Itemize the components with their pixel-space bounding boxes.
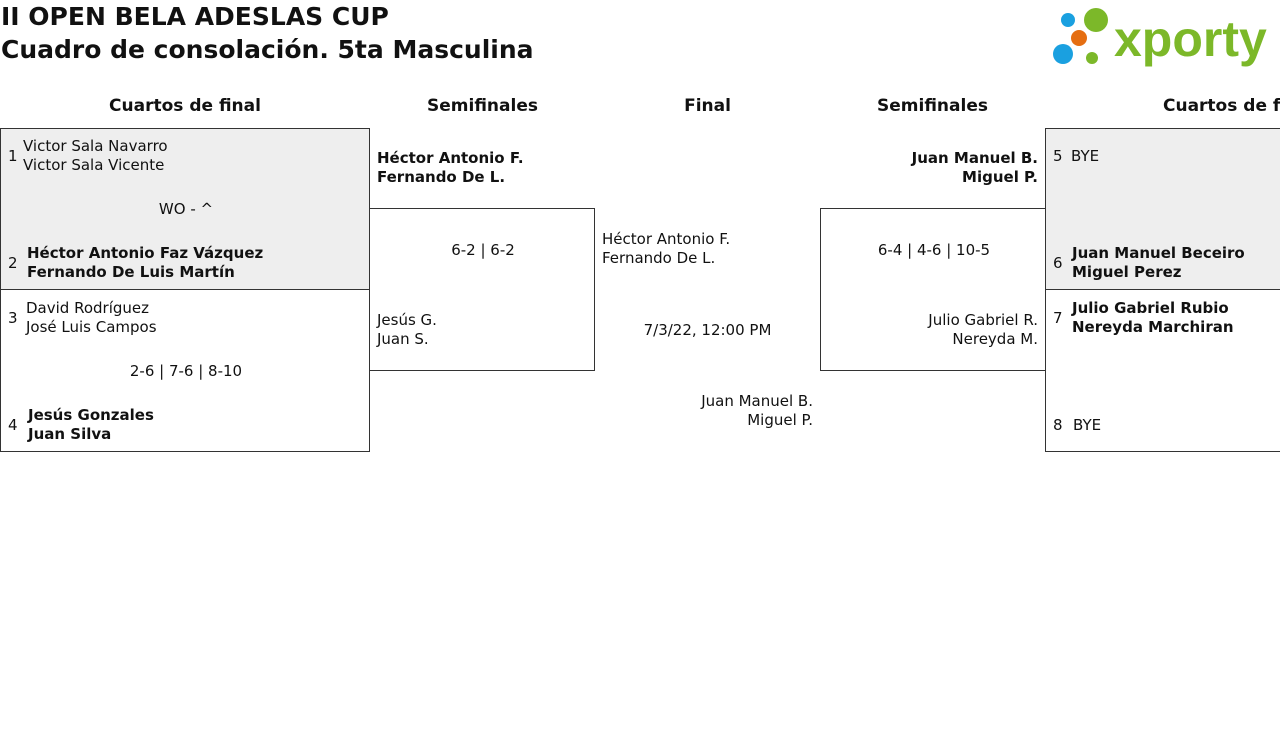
finalist-player-name: Juan Manuel B.	[701, 392, 813, 410]
xporty-logo: xporty	[1052, 4, 1276, 68]
player-name: Victor Sala Vicente	[23, 156, 165, 174]
winner-player-name: Nereyda Marchiran	[1072, 318, 1234, 336]
logo-dot-blue-small	[1061, 13, 1075, 27]
finalist-player-name: Héctor Antonio F.	[602, 230, 731, 248]
winner-player-name: Miguel P.	[962, 168, 1038, 186]
player-name: Julio Gabriel R.	[928, 311, 1038, 329]
winner-player-name: Fernando De L.	[377, 168, 506, 186]
player-name: Jesús G.	[377, 311, 437, 329]
winner-player-name: Héctor Antonio Faz Vázquez	[27, 244, 264, 262]
tournament-title: II OPEN BELA ADESLAS CUP	[1, 2, 389, 31]
logo-dot-green-small	[1086, 52, 1098, 64]
round-header-left-semifinals: Semifinales	[427, 96, 538, 116]
player-name: Nereyda M.	[952, 330, 1038, 348]
match-left-semifinal[interactable]: 6-2 | 6-2	[369, 208, 595, 371]
final-datetime: 7/3/22, 12:00 PM	[643, 321, 772, 339]
finalist-player-name: Miguel P.	[747, 411, 813, 429]
bye-label: BYE	[1071, 147, 1100, 165]
round-header-left-quarterfinals: Cuartos de final	[109, 96, 261, 116]
match-left-qf-1[interactable]: 1 Victor Sala Navarro Victor Sala Vicent…	[0, 128, 370, 290]
seed-number: 1	[8, 147, 18, 165]
match-left-qf-2[interactable]: 3 David Rodríguez José Luis Campos 2-6 |…	[0, 289, 370, 452]
seed-number: 4	[8, 416, 18, 434]
round-header-right-semifinals: Semifinales	[877, 96, 988, 116]
winner-player-name: Fernando De Luis Martín	[27, 263, 235, 281]
seed-number: 6	[1053, 254, 1063, 272]
seed-number: 3	[8, 309, 18, 327]
player-name: Juan S.	[377, 330, 429, 348]
xporty-logo-mark: xporty	[1053, 8, 1267, 67]
seed-number: 2	[8, 254, 18, 272]
round-header-final: Final	[684, 96, 731, 116]
winner-player-name: Juan Manuel Beceiro	[1072, 244, 1245, 262]
seed-number: 7	[1053, 309, 1063, 327]
winner-player-name: Juan Manuel B.	[911, 149, 1038, 167]
match-score: 2-6 | 7-6 | 8-10	[129, 362, 243, 380]
seed-number: 8	[1053, 416, 1063, 434]
round-header-right-quarterfinals: Cuartos de final	[1163, 96, 1280, 116]
logo-dot-green-large	[1084, 8, 1108, 32]
winner-player-name: Juan Silva	[28, 425, 112, 443]
match-score: 6-2 | 6-2	[451, 241, 515, 259]
draw-subtitle: Cuadro de consolación. 5ta Masculina	[1, 35, 534, 64]
winner-player-name: Julio Gabriel Rubio	[1072, 299, 1229, 317]
logo-dot-blue-large	[1053, 44, 1073, 64]
match-right-qf-2[interactable]: 7 Julio Gabriel Rubio Nereyda Marchiran …	[1045, 289, 1280, 452]
match-right-qf-1[interactable]: 5 BYE 6 Juan Manuel Beceiro Miguel Perez	[1045, 128, 1280, 290]
winner-player-name: Miguel Perez	[1072, 263, 1182, 281]
player-name: David Rodríguez	[26, 299, 149, 317]
seed-number: 5	[1053, 147, 1063, 165]
logo-text: xporty	[1114, 11, 1267, 67]
match-score: 6-4 | 4-6 | 10-5	[877, 241, 991, 259]
winner-player-name: Héctor Antonio F.	[377, 149, 524, 167]
player-name: José Luis Campos	[26, 318, 157, 336]
finalist-player-name: Fernando De L.	[602, 249, 716, 267]
player-name: Victor Sala Navarro	[23, 137, 168, 155]
bye-label: BYE	[1073, 416, 1102, 434]
logo-dot-orange	[1071, 30, 1087, 46]
winner-player-name: Jesús Gonzales	[28, 406, 154, 424]
match-score: WO - ^	[158, 200, 214, 218]
